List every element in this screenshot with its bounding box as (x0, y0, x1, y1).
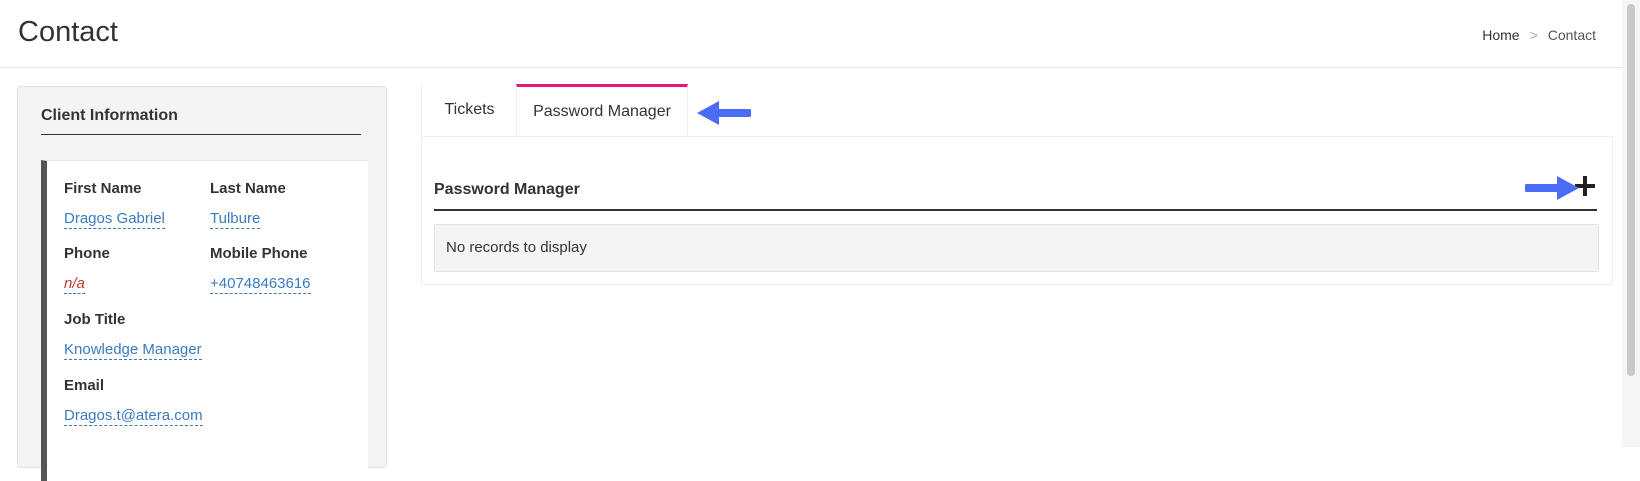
password-manager-content (421, 136, 1613, 285)
mobile-phone-value[interactable]: +40748463616 (210, 275, 311, 294)
password-manager-title: Password Manager (434, 181, 580, 198)
page-scrollbar[interactable] (1622, 0, 1640, 447)
empty-records-box: No records to display (434, 224, 1599, 272)
client-info-card: First Name Dragos Gabriel Last Name Tulb… (41, 160, 368, 481)
plus-icon[interactable] (1573, 174, 1597, 198)
phone-value[interactable]: n/a (64, 275, 85, 294)
client-information-title: Client Information (41, 107, 361, 135)
breadcrumb: Home > Contact (1482, 27, 1596, 43)
last-name-label: Last Name (210, 180, 286, 197)
mobile-phone-label: Mobile Phone (210, 245, 308, 262)
email-label: Email (64, 377, 105, 394)
tab-password-manager[interactable]: Password Manager (516, 84, 688, 136)
breadcrumb-separator: > (1529, 27, 1538, 43)
job-title-value[interactable]: Knowledge Manager (64, 341, 202, 360)
job-title-label: Job Title (64, 311, 126, 328)
phone-label: Phone (64, 245, 110, 262)
last-name-value[interactable]: Tulbure (210, 210, 261, 229)
page-header: Contact Home > Contact (0, 0, 1622, 68)
empty-records-text: No records to display (446, 239, 587, 256)
first-name-value[interactable]: Dragos Gabriel (64, 210, 165, 229)
breadcrumb-current: Contact (1547, 27, 1596, 43)
client-information-panel: Client Information First Name Dragos Gab… (17, 86, 387, 481)
scrollbar-thumb[interactable] (1627, 4, 1635, 376)
contact-tabs: Tickets Password Manager (421, 84, 1611, 137)
page-title: Contact (18, 16, 118, 48)
email-value[interactable]: Dragos.t@atera.com (64, 407, 203, 426)
first-name-label: First Name (64, 180, 142, 197)
password-manager-header: Password Manager (434, 174, 1597, 211)
annotation-arrow-icon (697, 101, 751, 125)
annotation-arrow-icon (1525, 176, 1579, 200)
tab-tickets[interactable]: Tickets (421, 84, 517, 136)
breadcrumb-home-link[interactable]: Home (1482, 27, 1520, 43)
